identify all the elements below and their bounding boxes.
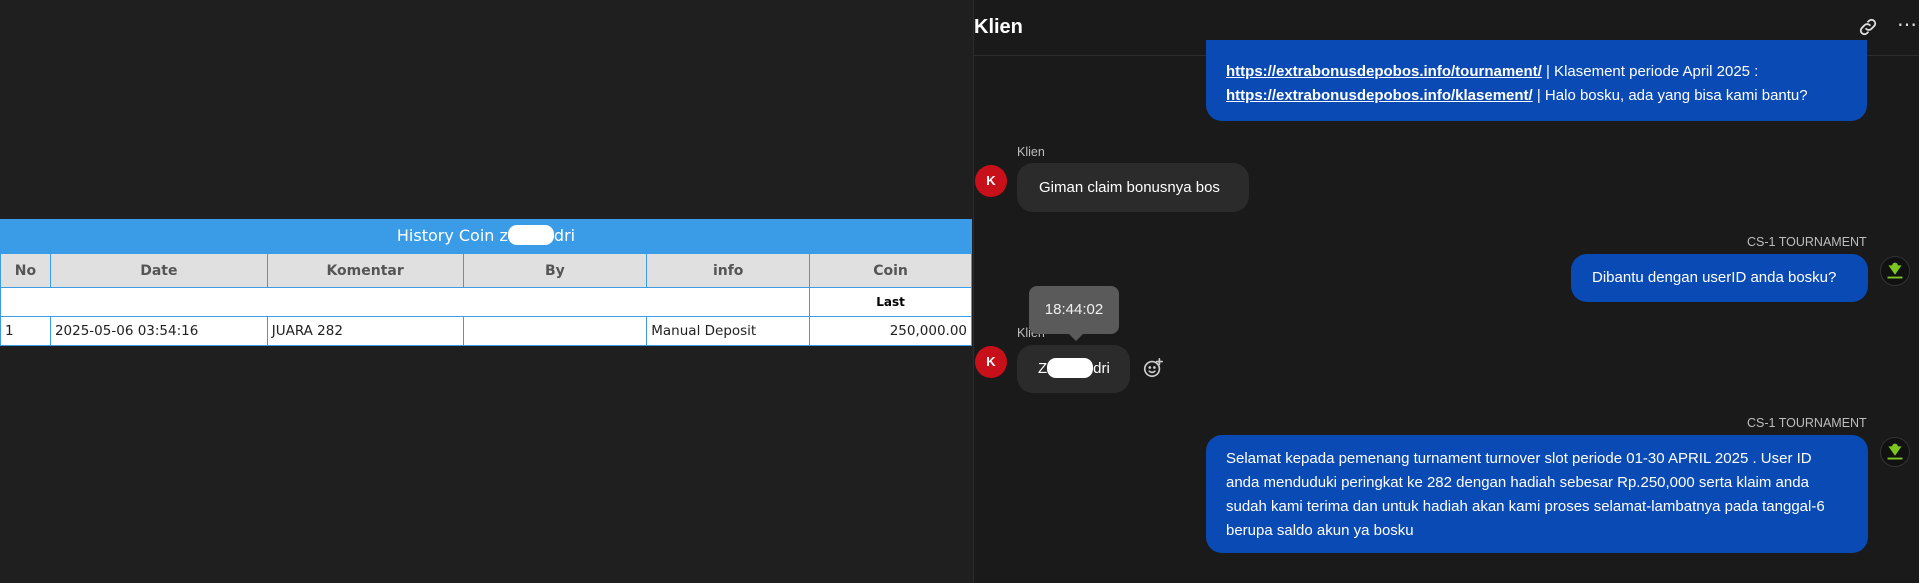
history-table-grid: No Date Komentar By info Coin Last 1 202… — [0, 253, 972, 346]
message-bubble-outgoing: https://extrabonusdepobos.info/tournamen… — [1206, 40, 1867, 121]
message-text: | Klasement periode April 2025 : — [1541, 63, 1759, 80]
avatar[interactable]: K — [975, 165, 1007, 197]
link-icon[interactable] — [1857, 16, 1879, 38]
sender-label: CS-1 TOURNAMENT — [1747, 235, 1867, 249]
history-title-suffix: dri — [553, 226, 576, 245]
last-label: Last — [809, 287, 972, 317]
table-header-row: No Date Komentar By info Coin — [0, 253, 972, 288]
message-bubble-incoming: Giman claim bonusnya bos — [1017, 163, 1249, 212]
sender-label: CS-1 TOURNAMENT — [1747, 416, 1867, 430]
table-row: 1 2025-05-06 03:54:16 JUARA 282 Manual D… — [0, 316, 972, 346]
redaction-mark — [507, 225, 554, 245]
cell-komentar: JUARA 282 — [266, 316, 464, 346]
history-title: History Coin z dri — [0, 219, 972, 253]
cs-avatar-icon[interactable] — [1880, 437, 1910, 467]
column-header-info: info — [646, 253, 811, 288]
column-header-komentar: Komentar — [266, 253, 464, 288]
cell-date: 2025-05-06 03:54:16 — [49, 316, 268, 346]
add-reaction-icon[interactable] — [1142, 357, 1164, 379]
history-coin-table: History Coin z dri No Date Komentar By in… — [0, 219, 972, 346]
table-row: Last — [0, 287, 972, 317]
history-panel: History Coin z dri No Date Komentar By in… — [0, 219, 972, 346]
message-text-suffix: dri — [1093, 360, 1110, 377]
column-header-date: Date — [49, 253, 268, 288]
timestamp-tooltip: 18:44:02 — [1029, 286, 1119, 334]
more-icon[interactable]: ⋯ — [1897, 14, 1917, 36]
column-header-coin: Coin — [809, 253, 972, 288]
cs-avatar-icon[interactable] — [1880, 256, 1910, 286]
chat-panel: Klien ⋯ https://extrabonusdepobos.info/t… — [973, 0, 1919, 583]
redaction-mark — [1047, 357, 1094, 378]
klasement-link[interactable]: https://extrabonusdepobos.info/klasement… — [1226, 87, 1533, 104]
sender-label: Klien — [1017, 145, 1045, 159]
message-text-prefix: Z — [1038, 360, 1048, 377]
tooltip-arrow — [1069, 334, 1083, 341]
cell-no: 1 — [0, 316, 51, 346]
history-title-prefix: History Coin z — [396, 226, 508, 245]
message-bubble-outgoing: Dibantu dengan userID anda bosku? — [1571, 254, 1868, 302]
cell-coin: 250,000.00 — [809, 316, 972, 346]
avatar[interactable]: K — [975, 346, 1007, 378]
message-text: | Halo bosku, ada yang bisa kami bantu? — [1532, 87, 1808, 104]
cell-info: Manual Deposit — [646, 316, 811, 346]
cell-by — [462, 316, 648, 346]
column-header-by: By — [462, 253, 648, 288]
chat-title: Klien — [974, 16, 1023, 38]
tournament-link[interactable]: https://extrabonusdepobos.info/tournamen… — [1226, 63, 1542, 80]
message-bubble-outgoing: Selamat kepada pemenang turnament turnov… — [1206, 435, 1868, 553]
column-header-no: No — [0, 253, 51, 288]
